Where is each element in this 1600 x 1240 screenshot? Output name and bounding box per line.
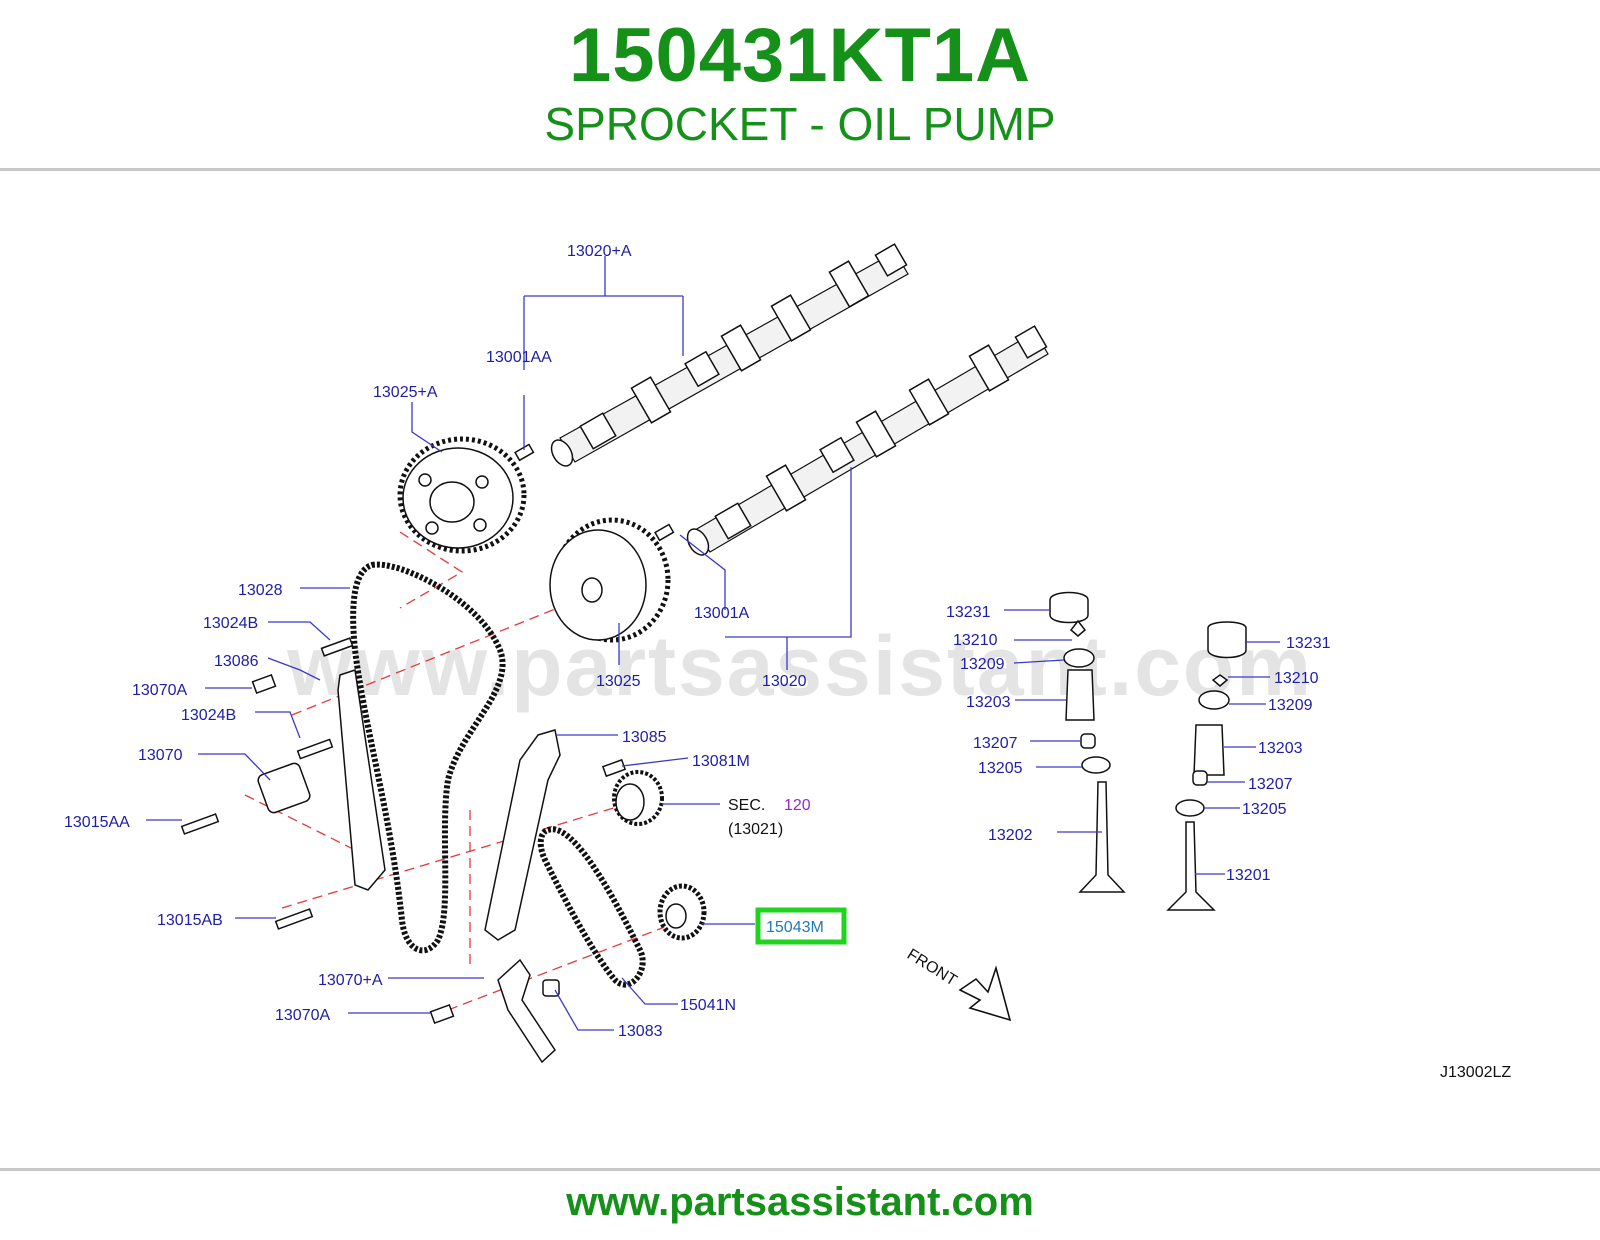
callout-13028: 13028 xyxy=(238,582,283,599)
pin-13070a-upper xyxy=(251,673,277,695)
oil-pump-sprocket xyxy=(657,883,707,941)
dowel-pin-lower xyxy=(654,523,675,542)
callout-13210-right: 13210 xyxy=(1274,670,1319,687)
callout-13209-left: 13209 xyxy=(960,656,1005,673)
camshaft-lower xyxy=(686,325,1049,556)
cam-sprocket-upper xyxy=(397,436,527,554)
leader-lines xyxy=(146,256,1280,1031)
assembly-guide-lines xyxy=(244,531,671,1011)
parts-diagram: www.partsassistant.com xyxy=(64,243,1511,1081)
pin-13081m xyxy=(601,758,627,778)
camshaft-upper xyxy=(550,243,909,467)
callout-13207-left: 13207 xyxy=(973,735,1018,752)
callout-15041n: 15041N xyxy=(680,997,736,1014)
callout-13015aa: 13015AA xyxy=(64,814,130,831)
idler-sprocket xyxy=(612,770,664,826)
dowel-pin-upper xyxy=(514,443,535,462)
sec-reference-number: 120 xyxy=(784,797,811,814)
callout-13201: 13201 xyxy=(1226,867,1271,884)
bolt-13024b-upper xyxy=(320,637,354,657)
part-number-title: 150431KT1A xyxy=(568,13,1032,98)
footer-divider xyxy=(0,1168,1600,1171)
pin-13070a-lower xyxy=(429,1003,455,1025)
part-name-subtitle: SPROCKET - OIL PUMP xyxy=(544,98,1056,150)
footer-url[interactable]: www.partsassistant.com xyxy=(566,1180,1034,1224)
callout-13025: 13025 xyxy=(596,673,641,690)
diagram-code: J13002LZ xyxy=(1440,1064,1511,1081)
timing-chain-main xyxy=(350,561,506,954)
callout-13231-right: 13231 xyxy=(1286,635,1331,652)
callout-13203-left: 13203 xyxy=(966,694,1011,711)
valve-train xyxy=(1049,591,1247,911)
highlight-box xyxy=(755,907,847,945)
chain-tension-guide xyxy=(484,729,561,941)
callout-13070-a: 13070+A xyxy=(318,972,383,989)
callout-13209-right: 13209 xyxy=(1268,697,1313,714)
callout-13085: 13085 xyxy=(622,729,667,746)
callout-13070a-upper: 13070A xyxy=(132,682,187,699)
callout-13202: 13202 xyxy=(988,827,1033,844)
callout-13025-a: 13025+A xyxy=(373,384,438,401)
oil-pump-chain xyxy=(537,826,646,988)
callout-13020-a: 13020+A xyxy=(567,243,632,260)
front-label: FRONT xyxy=(904,946,960,990)
callout-13210-left: 13210 xyxy=(953,632,998,649)
callout-13001aa: 13001AA xyxy=(486,349,552,366)
sleeve-13083 xyxy=(542,979,560,997)
oil-pump-chain-tensioner xyxy=(497,958,556,1064)
callout-13001a: 13001A xyxy=(694,605,749,622)
callout-13070: 13070 xyxy=(138,747,183,764)
callout-13024b-lower: 13024B xyxy=(181,707,236,724)
callout-13207-right: 13207 xyxy=(1248,776,1293,793)
callout-13231-left: 13231 xyxy=(946,604,991,621)
bolt-13015ab xyxy=(274,908,314,930)
callout-15043m-highlighted: 15043M xyxy=(766,919,824,936)
callout-13083: 13083 xyxy=(618,1023,663,1040)
callout-13024b-upper: 13024B xyxy=(203,615,258,632)
callout-13081m: 13081M xyxy=(692,753,750,770)
callout-13015ab: 13015AB xyxy=(157,912,223,929)
callout-13205-left: 13205 xyxy=(978,760,1023,777)
callout-13020: 13020 xyxy=(762,673,807,690)
cam-sprocket-lower xyxy=(549,517,671,643)
callout-13070a-lower: 13070A xyxy=(275,1007,330,1024)
front-arrow-icon xyxy=(958,965,1012,1022)
bolt-13024b-lower xyxy=(296,738,334,760)
header-divider xyxy=(0,168,1600,171)
callout-13086: 13086 xyxy=(214,653,259,670)
watermark: www.partsassistant.com xyxy=(286,619,1313,713)
callout-labels: 13020+A 13001AA 13025+A 13028 13024B 130… xyxy=(64,243,1511,1081)
chain-guide-left xyxy=(337,669,386,891)
bolt-13015aa xyxy=(180,813,220,835)
sec-reference-sub: (13021) xyxy=(728,821,783,838)
chain-tensioner-body xyxy=(257,762,311,814)
sec-reference-prefix: SEC. xyxy=(728,797,765,814)
callout-13203-right: 13203 xyxy=(1258,740,1303,757)
callout-13205-right: 13205 xyxy=(1242,801,1287,818)
